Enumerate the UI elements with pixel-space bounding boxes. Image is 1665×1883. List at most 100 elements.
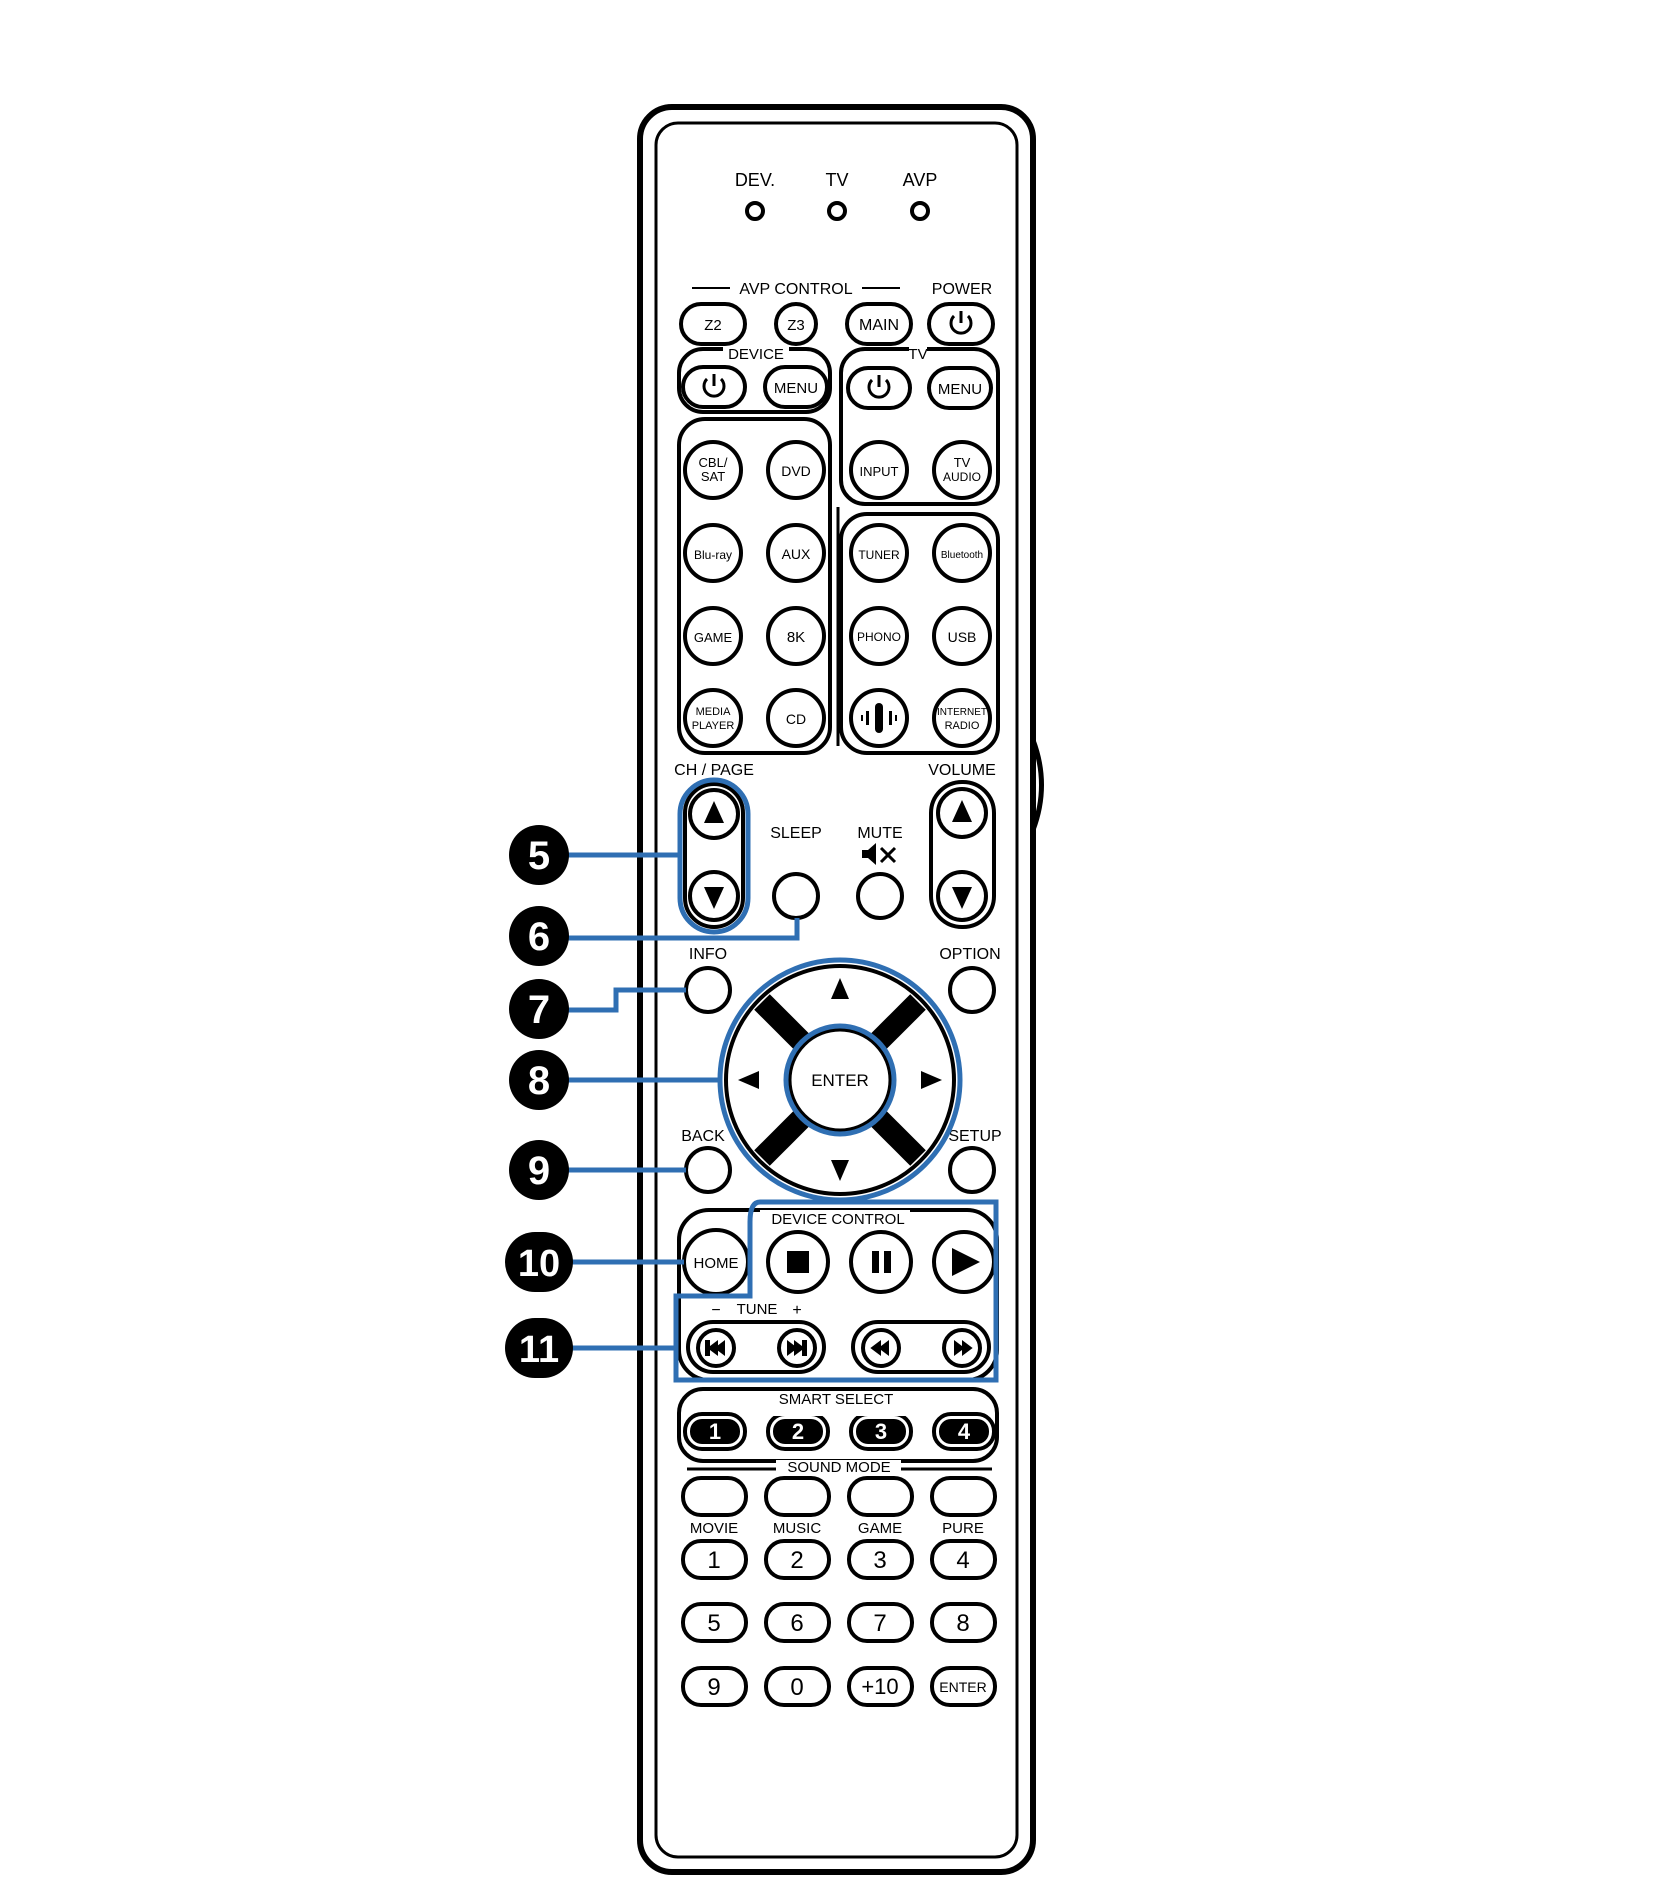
callout-11-badge: [505, 1318, 573, 1378]
key-3[interactable]: [847, 1539, 914, 1580]
usb-button[interactable]: [932, 606, 992, 666]
sound-mode-movie-button[interactable]: [681, 1476, 748, 1517]
tuner-button[interactable]: [849, 523, 909, 583]
game-input-button[interactable]: [683, 606, 743, 666]
ch-page-rocker: [683, 782, 745, 929]
key-7[interactable]: [847, 1602, 914, 1643]
info-button[interactable]: [684, 966, 732, 1014]
key-9[interactable]: [681, 1666, 748, 1707]
volume-up-button[interactable]: [936, 787, 988, 839]
dvd-label: DVD: [781, 463, 811, 479]
key-3-label: 3: [873, 1547, 886, 1574]
internet-radio-button[interactable]: [932, 688, 992, 748]
sound-mode-music-button[interactable]: [764, 1476, 831, 1517]
device-control-label: DEVICE CONTROL: [771, 1211, 904, 1228]
z2-label: Z2: [704, 317, 722, 334]
aux-button[interactable]: [766, 523, 826, 583]
callout-8-badge: [509, 1050, 569, 1110]
device-power-button[interactable]: [681, 365, 747, 409]
ch-up-button[interactable]: [688, 788, 740, 840]
key-4[interactable]: [930, 1539, 997, 1580]
bluray-button[interactable]: [683, 523, 743, 583]
power-icon: [949, 311, 973, 335]
tune-label: TUNE: [737, 1301, 778, 1318]
cd-button[interactable]: [766, 688, 826, 748]
mute-button[interactable]: [856, 872, 904, 920]
8k-label: 8K: [787, 629, 805, 646]
bluray-label: Blu-ray: [694, 548, 732, 562]
rewind-button[interactable]: [861, 1328, 901, 1368]
fast-forward-button[interactable]: [942, 1328, 982, 1368]
z3-label: Z3: [787, 317, 805, 334]
sleep-button[interactable]: [772, 872, 820, 920]
input-button[interactable]: [849, 440, 909, 500]
heos-icon: [861, 703, 897, 733]
power-button[interactable]: [927, 302, 995, 346]
pause-button[interactable]: [849, 1230, 913, 1294]
smart-select-4-face: [939, 1419, 989, 1444]
8k-button[interactable]: [766, 606, 826, 666]
volume-down-arrow-icon: [952, 887, 972, 909]
key-1-label: 1: [707, 1547, 720, 1574]
key-enter[interactable]: [930, 1666, 997, 1707]
key-6-label: 6: [790, 1610, 803, 1637]
option-label: OPTION: [939, 946, 1000, 963]
device-menu-button[interactable]: [763, 365, 829, 409]
main-button[interactable]: [845, 302, 913, 346]
callout-7-label: 7: [528, 988, 550, 1032]
setup-button[interactable]: [948, 1146, 996, 1194]
dpad-separators: [754, 994, 926, 1166]
enter-face: [788, 1028, 892, 1132]
dvd-button[interactable]: [766, 440, 826, 500]
key-6[interactable]: [764, 1602, 831, 1643]
usb-label: USB: [948, 629, 977, 645]
tv-audio-button[interactable]: [932, 440, 992, 500]
key-0[interactable]: [764, 1666, 831, 1707]
cbl-sat-button[interactable]: [683, 440, 743, 500]
tv-power-button[interactable]: [846, 366, 912, 410]
callout-9-badge: [509, 1140, 569, 1200]
tv-menu-button[interactable]: [927, 366, 993, 410]
volume-down-button[interactable]: [936, 870, 988, 922]
option-button[interactable]: [948, 966, 996, 1014]
heos-button[interactable]: [849, 688, 909, 748]
key-plus10[interactable]: [847, 1666, 914, 1707]
sound-mode-game-button[interactable]: [847, 1476, 914, 1517]
enter-label: ENTER: [811, 1071, 869, 1090]
z2-button[interactable]: [679, 302, 747, 346]
search-group: [851, 1320, 991, 1374]
rewind-icon: [870, 1340, 889, 1356]
ch-page-label: CH / PAGE: [674, 762, 754, 779]
dpad-right-arrow-icon: [921, 1071, 942, 1089]
z3-button[interactable]: [774, 302, 818, 346]
key-4-label: 4: [956, 1547, 969, 1574]
sound-mode-pure-label: PURE: [942, 1520, 984, 1537]
sound-mode-movie-label: MOVIE: [690, 1520, 738, 1537]
pause-icon-right: [884, 1251, 891, 1273]
cbl-sat-label-line1: CBL/: [699, 455, 728, 470]
key-1[interactable]: [681, 1539, 748, 1580]
bluetooth-button[interactable]: [932, 523, 992, 583]
back-button[interactable]: [684, 1146, 732, 1194]
pause-icon-left: [872, 1251, 879, 1273]
stop-button[interactable]: [766, 1230, 830, 1294]
key-5[interactable]: [681, 1602, 748, 1643]
smart-select-1-face: [690, 1419, 740, 1444]
key-8[interactable]: [930, 1602, 997, 1643]
volume-label: VOLUME: [928, 762, 996, 779]
skip-forward-button[interactable]: [777, 1328, 817, 1368]
dpad-ring[interactable]: [724, 964, 956, 1196]
skip-back-button[interactable]: [696, 1328, 736, 1368]
phono-button[interactable]: [849, 606, 909, 666]
dev-label: DEV.: [735, 170, 775, 190]
media-player-button[interactable]: [683, 688, 743, 748]
game-input-label: GAME: [694, 630, 733, 645]
key-2[interactable]: [764, 1539, 831, 1580]
ch-down-arrow-icon: [704, 887, 724, 909]
ch-down-button[interactable]: [688, 870, 740, 922]
tune-plus-label: +: [792, 1302, 801, 1319]
smart-select-1-label: 1: [709, 1419, 721, 1444]
sound-mode-pure-button[interactable]: [930, 1476, 997, 1517]
avp-led: [910, 201, 930, 221]
